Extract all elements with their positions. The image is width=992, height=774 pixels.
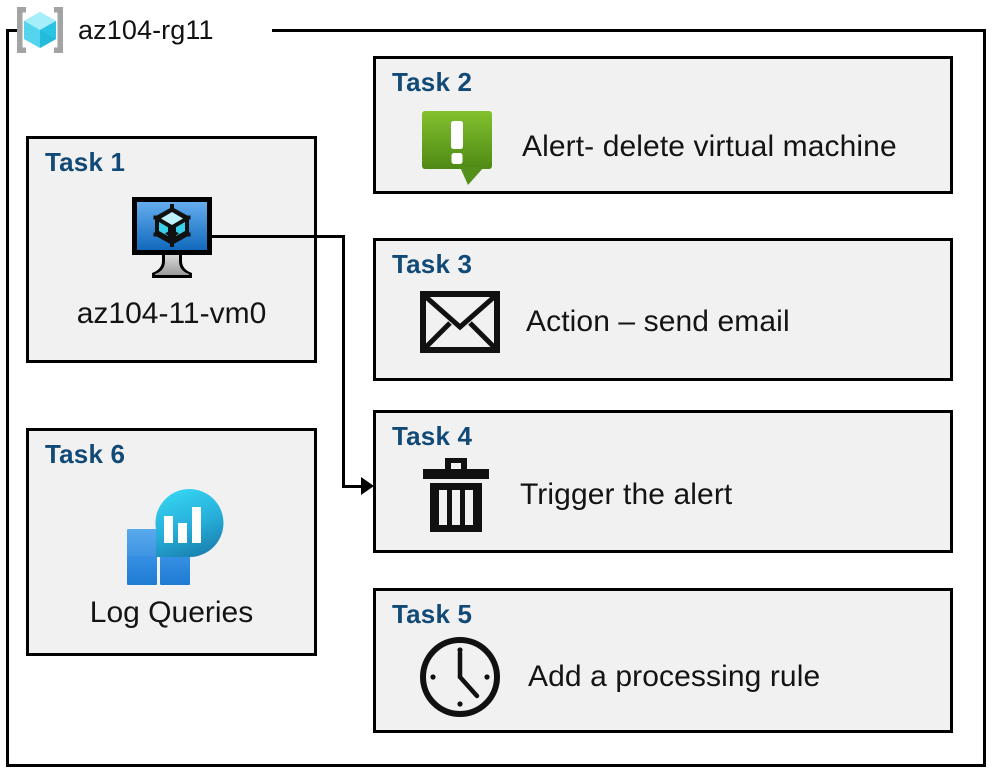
connector-segment-vertical — [342, 235, 345, 487]
alert-callout-icon-svg — [422, 111, 492, 185]
task2-body: Alert- delete virtual machine — [420, 107, 897, 187]
resource-group-label-mask — [20, 20, 272, 40]
log-analytics-icon — [29, 485, 314, 585]
envelope-icon — [420, 291, 500, 353]
alert-callout-icon — [420, 107, 496, 187]
connector-segment-horizontal-top — [207, 235, 345, 238]
arrowhead-right-icon — [361, 477, 374, 495]
task6-card[interactable]: Task 6 — [26, 428, 317, 656]
resource-group-header: az104-rg11 — [12, 3, 214, 57]
virtual-machine-icon-svg — [131, 197, 212, 278]
task3-body: Action – send email — [420, 291, 790, 353]
task5-card[interactable]: Task 5 Add a processing rule — [373, 588, 953, 733]
azure-resource-group-icon-svg — [17, 7, 63, 53]
task2-heading: Task 2 — [392, 67, 473, 97]
task1-card[interactable]: Task 1 — [26, 136, 317, 363]
task4-heading: Task 4 — [392, 421, 473, 451]
task5-body: Add a processing rule — [418, 635, 820, 719]
task5-heading: Task 5 — [392, 599, 473, 629]
clock-icon — [418, 635, 502, 719]
azure-resource-group-icon — [12, 4, 68, 56]
resource-group-container — [6, 29, 986, 767]
trash-can-icon-svg — [423, 458, 489, 532]
envelope-icon-svg — [420, 291, 500, 353]
resource-group-name: az104-rg11 — [78, 14, 214, 45]
task3-card[interactable]: Task 3 Action – send email — [373, 238, 953, 381]
task1-heading: Task 1 — [45, 147, 126, 177]
task1-caption: az104-11-vm0 — [76, 297, 267, 330]
task2-card[interactable]: Task 2 Alert- delete virtual machin — [373, 56, 953, 194]
task2-text: Alert- delete virtual machine — [522, 130, 897, 163]
task3-heading: Task 3 — [392, 249, 473, 279]
clock-icon-svg — [420, 637, 500, 717]
connector-segment-horizontal-bottom — [342, 485, 364, 488]
task4-body: Trigger the alert — [420, 455, 732, 535]
task5-text: Add a processing rule — [528, 660, 821, 693]
trash-can-icon — [420, 455, 492, 535]
task4-card[interactable]: Task 4 Trigger the alert — [373, 410, 953, 553]
task6-caption: Log Queries — [89, 596, 254, 629]
log-analytics-icon-svg — [126, 489, 223, 585]
task3-text: Action – send email — [526, 305, 790, 338]
task4-text: Trigger the alert — [520, 478, 733, 511]
task6-heading: Task 6 — [45, 439, 126, 469]
virtual-machine-icon — [29, 195, 314, 281]
